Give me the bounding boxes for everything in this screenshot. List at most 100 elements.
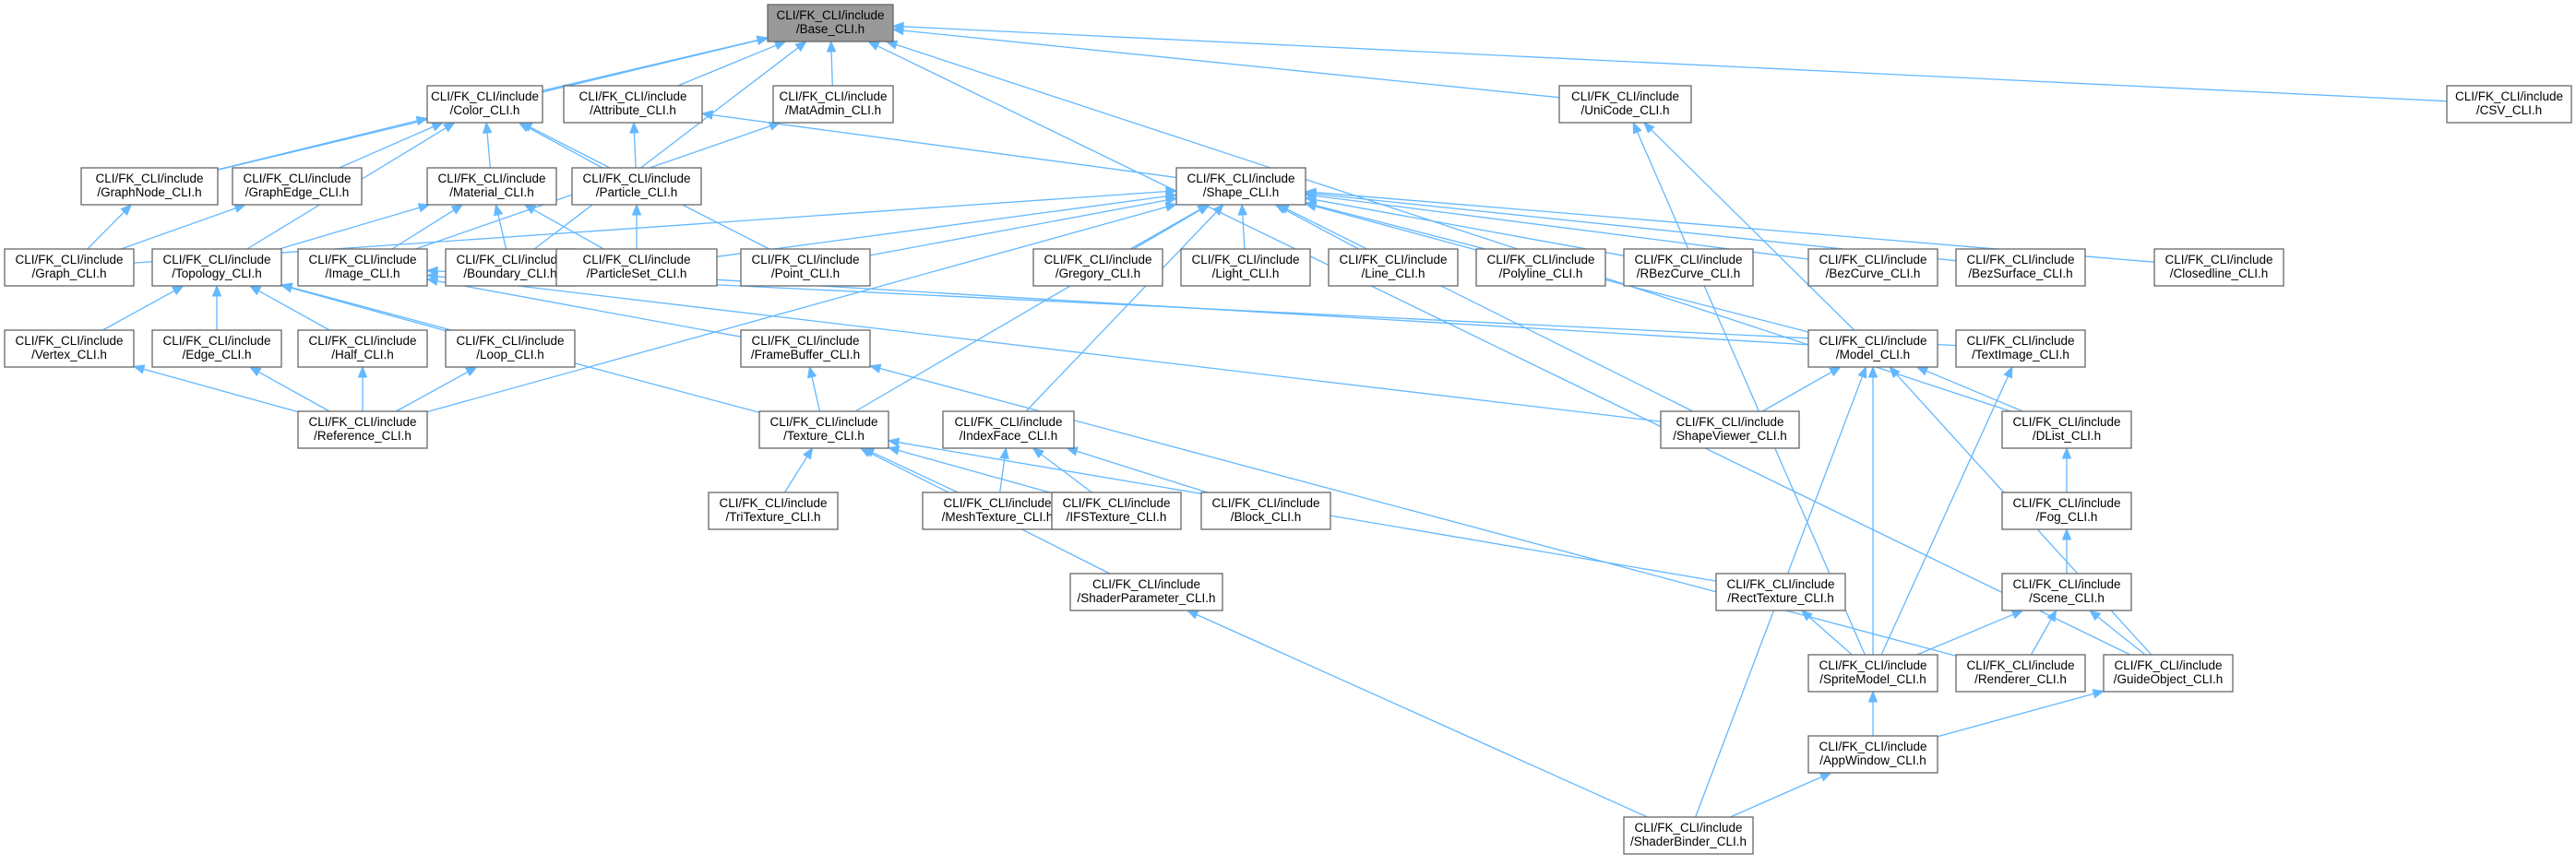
node-box-texture[interactable] xyxy=(758,410,889,449)
node-box-shaderparameter[interactable] xyxy=(1069,573,1223,611)
node-box-polyline[interactable] xyxy=(1475,248,1606,287)
node-indexface[interactable]: CLI/FK_CLI/include/IndexFace_CLI.h xyxy=(942,410,1075,449)
node-box-closedline[interactable] xyxy=(2153,248,2284,287)
node-model[interactable]: CLI/FK_CLI/include/Model_CLI.h xyxy=(1807,329,1938,368)
node-point[interactable]: CLI/FK_CLI/include/Point_CLI.h xyxy=(740,248,871,287)
node-box-edge[interactable] xyxy=(151,329,282,368)
node-graphedge[interactable]: CLI/FK_CLI/include/GraphEdge_CLI.h xyxy=(232,167,363,206)
node-vertex[interactable]: CLI/FK_CLI/include/Vertex_CLI.h xyxy=(4,329,135,368)
node-bezsurface[interactable]: CLI/FK_CLI/include/BezSurface_CLI.h xyxy=(1955,248,2086,287)
node-box-reference[interactable] xyxy=(297,410,428,449)
node-light[interactable]: CLI/FK_CLI/include/Light_CLI.h xyxy=(1180,248,1311,287)
node-attribute[interactable]: CLI/FK_CLI/include/Attribute_CLI.h xyxy=(563,85,703,124)
node-box-graphnode[interactable] xyxy=(80,167,219,206)
node-guideobject[interactable]: CLI/FK_CLI/include/GuideObject_CLI.h xyxy=(2103,654,2234,693)
node-box-topology[interactable] xyxy=(151,248,282,287)
node-box-bezsurface[interactable] xyxy=(1955,248,2086,287)
node-polyline[interactable]: CLI/FK_CLI/include/Polyline_CLI.h xyxy=(1475,248,1606,287)
node-box-shapeviewer[interactable] xyxy=(1660,410,1800,449)
node-particle[interactable]: CLI/FK_CLI/include/Particle_CLI.h xyxy=(571,167,702,206)
node-box-spritemodel[interactable] xyxy=(1807,654,1938,693)
node-material[interactable]: CLI/FK_CLI/include/Material_CLI.h xyxy=(426,167,557,206)
node-box-renderer[interactable] xyxy=(1955,654,2086,693)
node-box-color[interactable] xyxy=(426,85,543,124)
node-box-textimage[interactable] xyxy=(1955,329,2086,368)
node-fog[interactable]: CLI/FK_CLI/include/Fog_CLI.h xyxy=(2001,492,2132,530)
node-boundary[interactable]: CLI/FK_CLI/include/Boundary_CLI.h xyxy=(445,248,576,287)
node-box-line[interactable] xyxy=(1328,248,1459,287)
node-texture[interactable]: CLI/FK_CLI/include/Texture_CLI.h xyxy=(758,410,889,449)
node-shaderbinder[interactable]: CLI/FK_CLI/include/ShaderBinder_CLI.h xyxy=(1623,816,1754,855)
node-dlist[interactable]: CLI/FK_CLI/include/DList_CLI.h xyxy=(2001,410,2132,449)
node-bezcurve[interactable]: CLI/FK_CLI/include/BezCurve_CLI.h xyxy=(1807,248,1938,287)
node-spritemodel[interactable]: CLI/FK_CLI/include/SpriteModel_CLI.h xyxy=(1807,654,1938,693)
node-box-particleset[interactable] xyxy=(555,248,718,287)
node-line[interactable]: CLI/FK_CLI/include/Line_CLI.h xyxy=(1328,248,1459,287)
node-loop[interactable]: CLI/FK_CLI/include/Loop_CLI.h xyxy=(445,329,576,368)
node-scene[interactable]: CLI/FK_CLI/include/Scene_CLI.h xyxy=(2001,573,2132,611)
node-tritexture[interactable]: CLI/FK_CLI/include/TriTexture_CLI.h xyxy=(708,492,839,530)
node-textimage[interactable]: CLI/FK_CLI/include/TextImage_CLI.h xyxy=(1955,329,2086,368)
node-box-attribute[interactable] xyxy=(563,85,703,124)
node-box-appwindow[interactable] xyxy=(1807,735,1938,774)
node-box-shaderbinder[interactable] xyxy=(1623,816,1754,855)
node-box-point[interactable] xyxy=(740,248,871,287)
node-gregory[interactable]: CLI/FK_CLI/include/Gregory_CLI.h xyxy=(1032,248,1163,287)
node-box-graphedge[interactable] xyxy=(232,167,363,206)
node-box-framebuffer[interactable] xyxy=(740,329,871,368)
node-box-rbezcurve[interactable] xyxy=(1623,248,1754,287)
node-box-tritexture[interactable] xyxy=(708,492,839,530)
node-box-loop[interactable] xyxy=(445,329,576,368)
node-box-light[interactable] xyxy=(1180,248,1311,287)
node-box-vertex[interactable] xyxy=(4,329,135,368)
node-shapeviewer[interactable]: CLI/FK_CLI/include/ShapeViewer_CLI.h xyxy=(1660,410,1800,449)
node-box-gregory[interactable] xyxy=(1032,248,1163,287)
node-box-indexface[interactable] xyxy=(942,410,1075,449)
node-ifstexture[interactable]: CLI/FK_CLI/include/IFSTexture_CLI.h xyxy=(1051,492,1182,530)
node-box-unicode[interactable] xyxy=(1558,85,1692,124)
node-box-recttexture[interactable] xyxy=(1715,573,1846,611)
node-framebuffer[interactable]: CLI/FK_CLI/include/FrameBuffer_CLI.h xyxy=(740,329,871,368)
node-box-bezcurve[interactable] xyxy=(1807,248,1938,287)
node-box-image[interactable] xyxy=(297,248,428,287)
node-unicode[interactable]: CLI/FK_CLI/include/UniCode_CLI.h xyxy=(1558,85,1692,124)
node-graphnode[interactable]: CLI/FK_CLI/include/GraphNode_CLI.h xyxy=(80,167,219,206)
node-box-material[interactable] xyxy=(426,167,557,206)
node-renderer[interactable]: CLI/FK_CLI/include/Renderer_CLI.h xyxy=(1955,654,2086,693)
node-image[interactable]: CLI/FK_CLI/include/Image_CLI.h xyxy=(297,248,428,287)
node-half[interactable]: CLI/FK_CLI/include/Half_CLI.h xyxy=(297,329,428,368)
node-csv[interactable]: CLI/FK_CLI/include/CSV_CLI.h xyxy=(2446,85,2572,124)
node-shape[interactable]: CLI/FK_CLI/include/Shape_CLI.h xyxy=(1175,167,1306,206)
node-meshtexture[interactable]: CLI/FK_CLI/include/MeshTexture_CLI.h xyxy=(922,492,1073,530)
node-closedline[interactable]: CLI/FK_CLI/include/Closedline_CLI.h xyxy=(2153,248,2284,287)
node-matadmin[interactable]: CLI/FK_CLI/include/MatAdmin_CLI.h xyxy=(772,85,894,124)
node-box-half[interactable] xyxy=(297,329,428,368)
node-block[interactable]: CLI/FK_CLI/include/Block_CLI.h xyxy=(1200,492,1331,530)
node-topology[interactable]: CLI/FK_CLI/include/Topology_CLI.h xyxy=(151,248,282,287)
node-box-model[interactable] xyxy=(1807,329,1938,368)
node-graph[interactable]: CLI/FK_CLI/include/Graph_CLI.h xyxy=(4,248,135,287)
node-box-dlist[interactable] xyxy=(2001,410,2132,449)
node-box-scene[interactable] xyxy=(2001,573,2132,611)
node-edge[interactable]: CLI/FK_CLI/include/Edge_CLI.h xyxy=(151,329,282,368)
node-shaderparameter[interactable]: CLI/FK_CLI/include/ShaderParameter_CLI.h xyxy=(1069,573,1223,611)
node-recttexture[interactable]: CLI/FK_CLI/include/RectTexture_CLI.h xyxy=(1715,573,1846,611)
node-box-meshtexture[interactable] xyxy=(922,492,1073,530)
node-box-matadmin[interactable] xyxy=(772,85,894,124)
node-box-guideobject[interactable] xyxy=(2103,654,2234,693)
node-color[interactable]: CLI/FK_CLI/include/Color_CLI.h xyxy=(426,85,543,124)
node-box-block[interactable] xyxy=(1200,492,1331,530)
node-base[interactable]: CLI/FK_CLI/include/Base_CLI.h xyxy=(767,4,894,42)
node-box-shape[interactable] xyxy=(1175,167,1306,206)
node-box-boundary[interactable] xyxy=(445,248,576,287)
node-box-csv[interactable] xyxy=(2446,85,2572,124)
node-box-ifstexture[interactable] xyxy=(1051,492,1182,530)
node-box-graph[interactable] xyxy=(4,248,135,287)
node-particleset[interactable]: CLI/FK_CLI/include/ParticleSet_CLI.h xyxy=(555,248,718,287)
node-box-fog[interactable] xyxy=(2001,492,2132,530)
node-box-particle[interactable] xyxy=(571,167,702,206)
node-reference[interactable]: CLI/FK_CLI/include/Reference_CLI.h xyxy=(297,410,428,449)
node-rbezcurve[interactable]: CLI/FK_CLI/include/RBezCurve_CLI.h xyxy=(1623,248,1754,287)
node-box-base[interactable] xyxy=(767,4,894,42)
node-appwindow[interactable]: CLI/FK_CLI/include/AppWindow_CLI.h xyxy=(1807,735,1938,774)
